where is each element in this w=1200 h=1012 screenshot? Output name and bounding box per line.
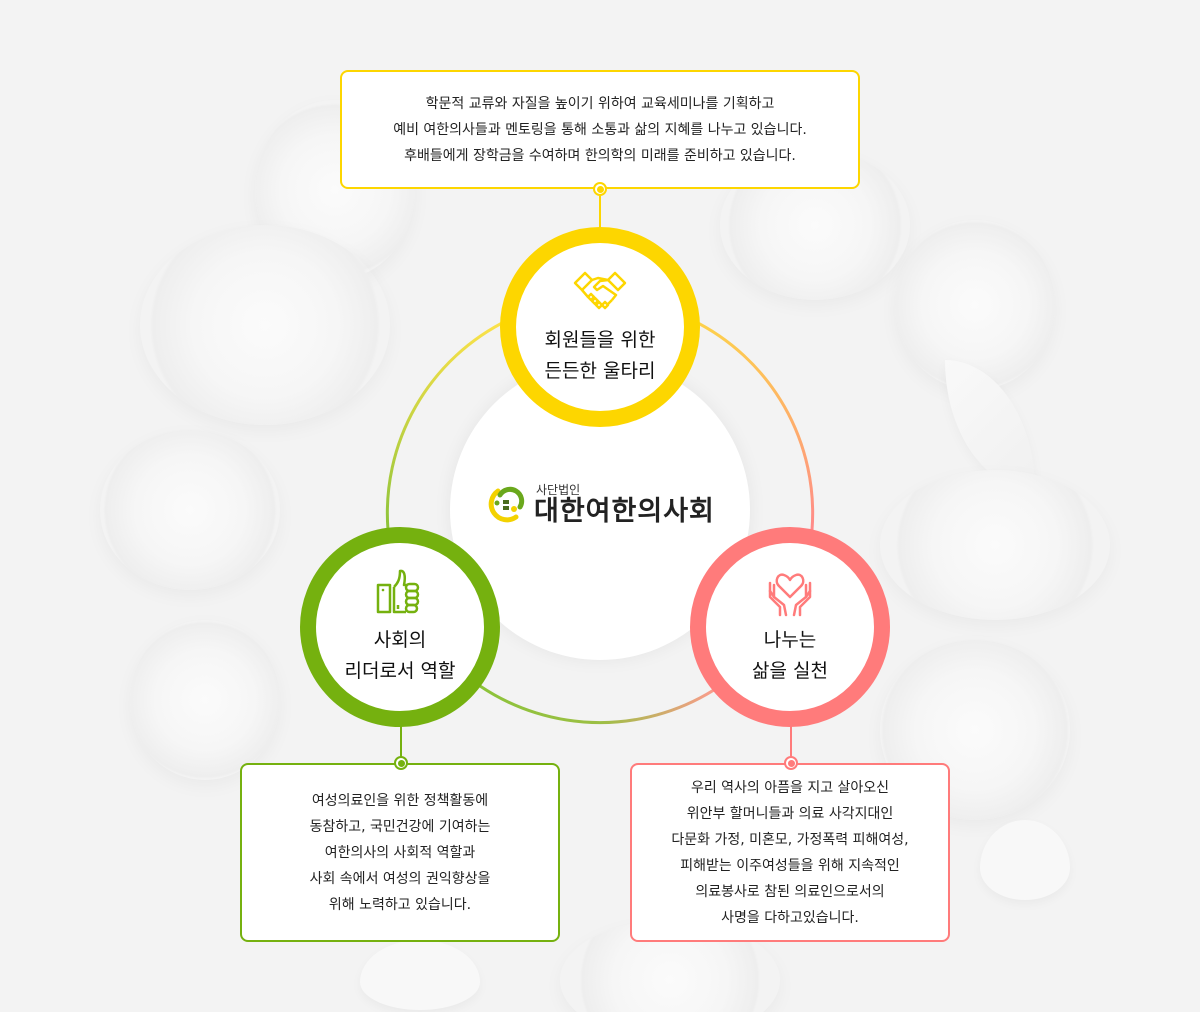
description-line: 피해받는 이주여성들을 위해 지속적인 <box>680 857 900 874</box>
node-sharing-life: 나누는 삶을 실천 <box>690 527 890 727</box>
description-line: 의료봉사로 참된 의료인으로서의 <box>695 883 885 900</box>
node-label-line: 리더로서 역할 <box>344 660 456 682</box>
node-label-line: 회원들을 위한 <box>544 329 656 351</box>
connector-dot-right <box>784 756 798 770</box>
paper-flower-decoration <box>140 225 390 425</box>
description-line: 사명을 다하고있습니다. <box>721 909 859 926</box>
node-label-line: 든든한 울타리 <box>544 360 656 382</box>
heart-hands-icon <box>762 567 818 617</box>
association-logo-icon <box>486 485 526 525</box>
node-supportive-fence: 회원들을 위한 든든한 울타리 <box>500 227 700 427</box>
connector-dot-top <box>593 182 607 196</box>
description-line: 여성의료인을 위한 정책활동에 <box>311 792 489 809</box>
description-line: 동참하고, 국민건강에 기여하는 <box>309 818 491 835</box>
description-box-left: 여성의료인을 위한 정책활동에 동참하고, 국민건강에 기여하는 여한의사의 사… <box>240 763 560 942</box>
description-line: 사회 속에서 여성의 권익향상을 <box>309 870 491 887</box>
description-line: 다문화 가정, 미혼모, 가정폭력 피해여성, <box>671 831 909 848</box>
paper-flower-decoration <box>100 430 280 590</box>
handshake-icon <box>572 267 628 317</box>
description-box-top: 학문적 교류와 자질을 높이기 위하여 교육세미나를 기획하고 예비 여한의사들… <box>340 70 860 189</box>
thumbs-up-icon <box>372 567 428 617</box>
paper-flower-decoration <box>130 620 280 780</box>
description-line: 우리 역사의 아픔을 지고 살아오신 <box>690 779 890 796</box>
logo-title: 대한여한의사회 <box>534 496 715 527</box>
association-logo: 사단법인 대한여한의사회 <box>486 483 715 527</box>
connector-dot-left <box>394 756 408 770</box>
node-label-line: 삶을 실천 <box>752 660 828 682</box>
description-box-right: 우리 역사의 아픔을 지고 살아오신 위안부 할머니들과 의료 사각지대인 다문… <box>630 763 950 942</box>
description-line: 여한의사의 사회적 역할과 <box>324 844 476 861</box>
paper-petal-decoration <box>980 820 1070 900</box>
description-line: 위해 노력하고 있습니다. <box>328 896 472 913</box>
node-social-leader: 사회의 리더로서 역할 <box>300 527 500 727</box>
node-label-line: 나누는 <box>763 629 817 651</box>
logo-subtitle: 사단법인 <box>536 483 581 497</box>
paper-flower-decoration <box>895 220 1055 390</box>
node-label-line: 사회의 <box>373 629 427 651</box>
description-line: 후배들에게 장학금을 수여하며 한의학의 미래를 준비하고 있습니다. <box>404 147 796 164</box>
paper-flower-decoration <box>880 470 1110 620</box>
description-line: 예비 여한의사들과 멘토링을 통해 소통과 삶의 지혜를 나누고 있습니다. <box>393 121 807 138</box>
paper-petal-decoration <box>360 940 480 1010</box>
description-line: 위안부 할머니들과 의료 사각지대인 <box>686 805 894 822</box>
description-line: 학문적 교류와 자질을 높이기 위하여 교육세미나를 기획하고 <box>425 95 775 112</box>
